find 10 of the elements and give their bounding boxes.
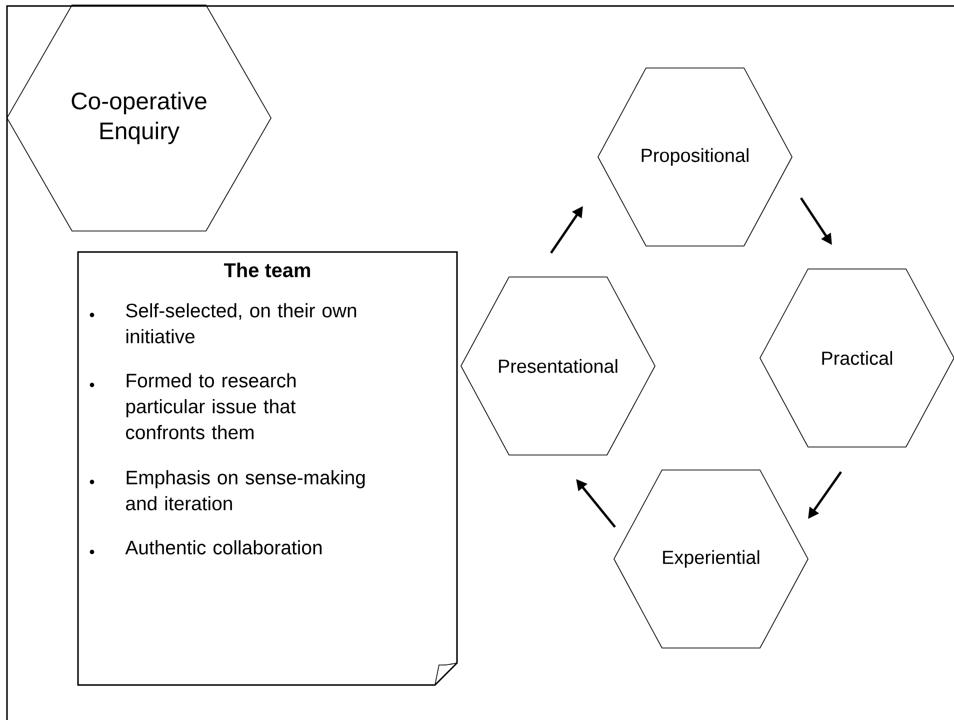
- hexagon: Presentational: [460, 276, 656, 456]
- bullet-text: Self-selected, on their own initiative: [126, 303, 356, 344]
- bullet-text: Authentic collaboration: [125, 540, 322, 554]
- hexagon: Experiential: [614, 470, 808, 648]
- bullet-text: Formed to research particular issue that confronts them: [126, 373, 296, 440]
- hexagon: Propositional: [598, 68, 792, 246]
- hexagon: Practical: [760, 268, 954, 448]
- bullet-text: Emphasis on sense-making and iteration: [126, 470, 365, 510]
- heading: The team: [224, 262, 310, 278]
- hexagon: Co-operative Enquiry: [6, 4, 272, 232]
